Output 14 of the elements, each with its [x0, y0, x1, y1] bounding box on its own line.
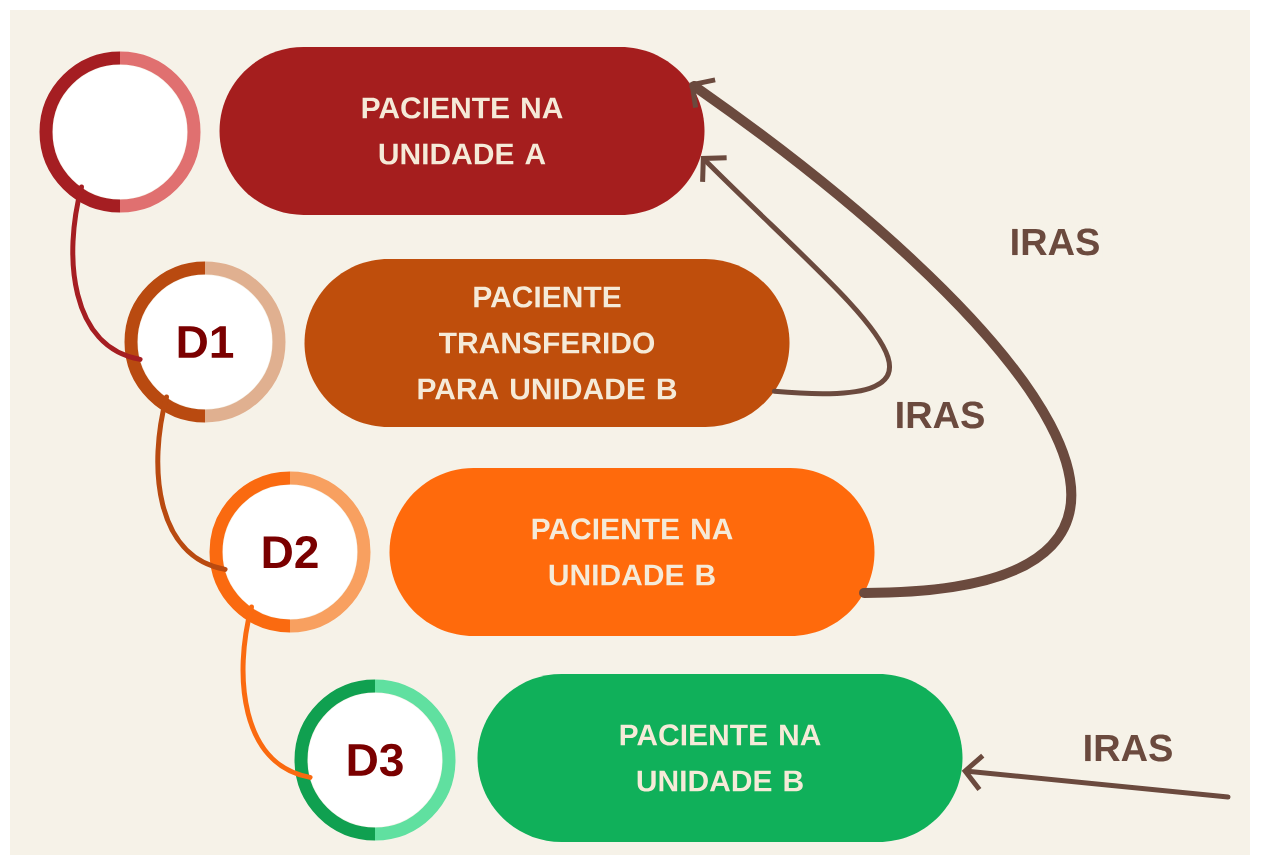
- circle-marker: [39, 51, 201, 213]
- edge-label: IRAS: [892, 399, 988, 431]
- connector-line: [155, 394, 228, 572]
- status-pill: PACIENTE TRANSFERIDO PARA UNIDADE B: [304, 259, 790, 427]
- arrow: [689, 77, 1075, 598]
- edge-label: IRAS: [1080, 732, 1176, 764]
- connector-line: [70, 184, 143, 362]
- status-pill: PACIENTE NA UNIDADE B: [477, 674, 963, 842]
- arrow: [700, 155, 891, 397]
- connector-line: [240, 604, 313, 780]
- status-pill: PACIENTE NA UNIDADE B: [389, 468, 875, 636]
- status-pill: PACIENTE NA UNIDADE A: [219, 47, 705, 215]
- arrow: [961, 753, 1231, 800]
- edge-label: IRAS: [1007, 226, 1103, 258]
